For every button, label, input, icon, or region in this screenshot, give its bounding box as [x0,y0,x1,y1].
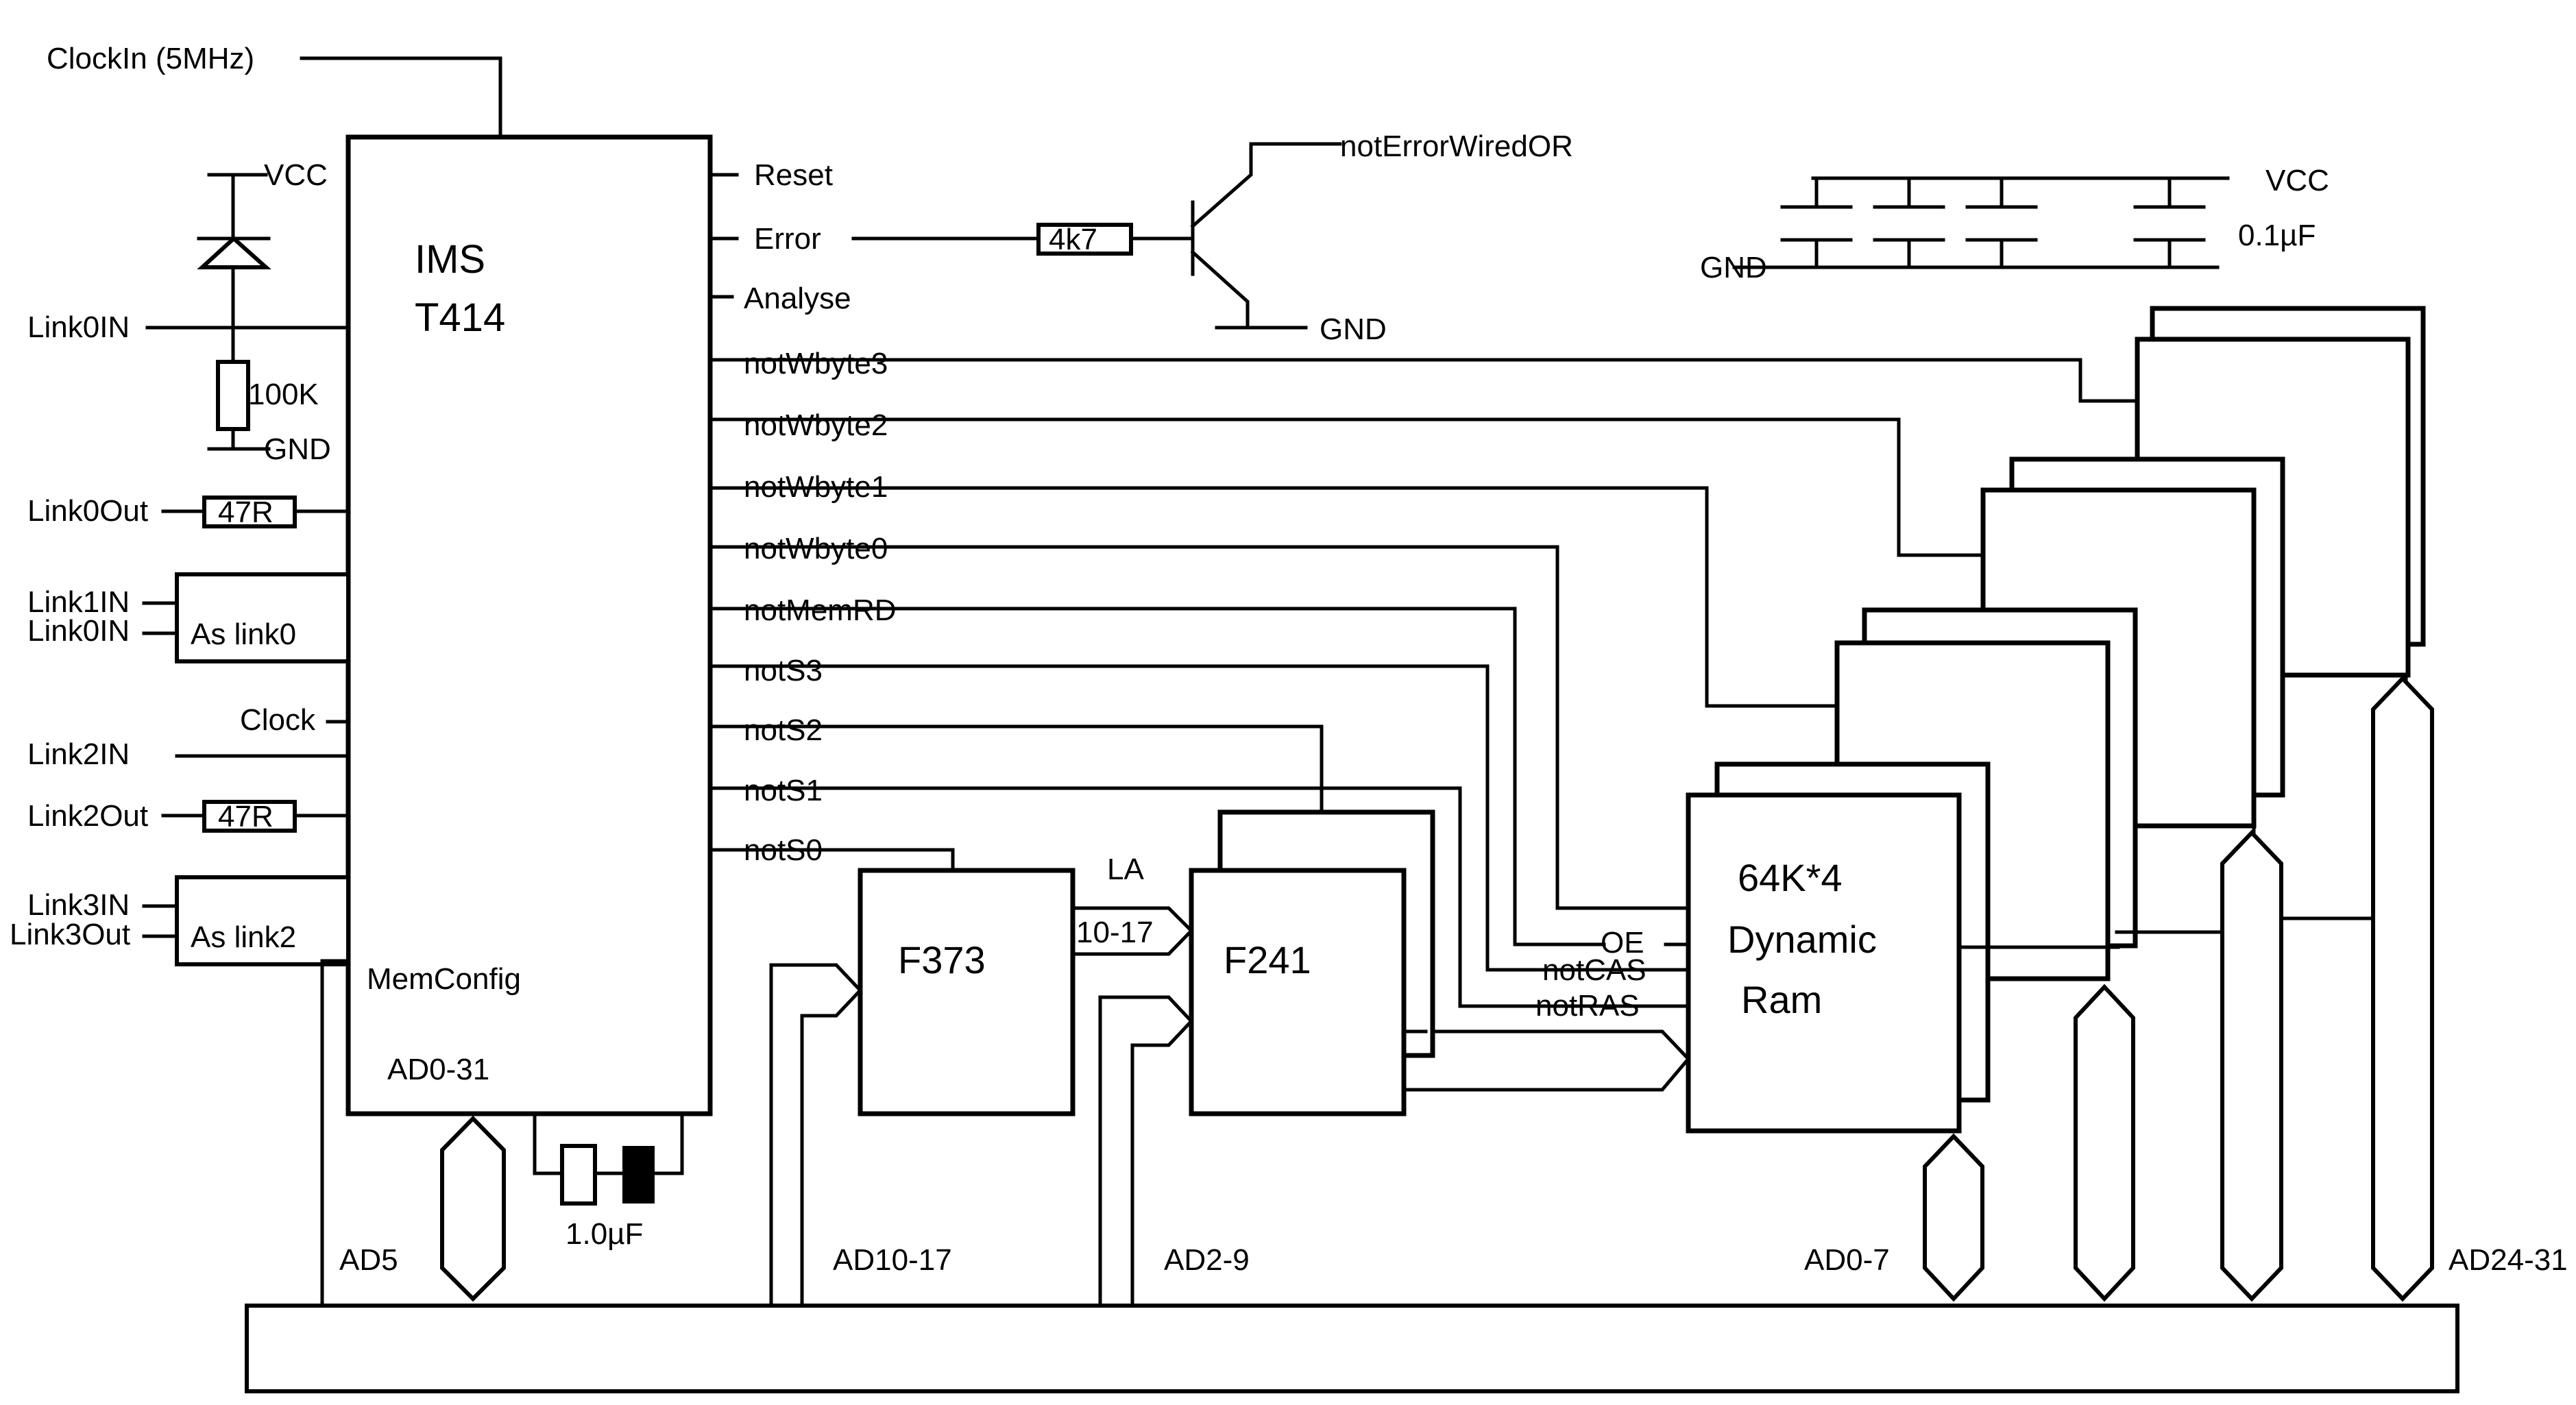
f241-chip [1189,868,1407,1116]
resistor-100k [216,360,250,431]
wire-nots0 [708,848,955,872]
cap-bank-vcc-label: VCC [2265,164,2329,197]
signal-error: Error [754,222,821,256]
ram-control-taps [1957,673,2408,949]
cpu-bus-connector [440,1115,506,1302]
wire-notwbyte1 [708,486,1839,708]
capacitor-1uf-label: 1.0µF [566,1217,643,1251]
ram-label-3: Ram [1741,978,1822,1021]
ram-pin-cas: notCAS [1542,953,1647,987]
f373-chip [858,868,1076,1116]
wire-nots1 [708,786,1690,1008]
cpu-model: T414 [415,295,505,340]
ram-bus-connector-3 [2220,829,2283,1302]
ad0-7-label: AD0-7 [1804,1243,1890,1277]
signal-labels: Reset Error Analyse notWbyte3 notWbyte2 … [744,158,897,867]
wire-nots2 [708,724,1324,814]
la-label: LA [1107,853,1144,886]
link2out-label: Link2Out [27,799,148,833]
transistor-collector [1190,142,1342,229]
memconfig-wire [320,959,350,1308]
link1in-label: Link1IN [27,585,130,619]
signal-notwbyte2: notWbyte2 [744,408,888,442]
link1in-b-label: Link0IN [27,614,130,648]
capacitor-1uf-b [622,1146,655,1204]
ad5-label: AD5 [339,1243,398,1277]
as-link0-box [175,572,350,663]
capacitor-1uf-a [560,1144,597,1206]
link3in-label: Link3IN [27,888,130,922]
ad10-17-bus [769,963,863,1308]
ad24-31-label: AD24-31 [2449,1243,2568,1277]
cap-bank-value: 0.1µF [2238,219,2316,252]
clockin-wire [300,56,502,139]
resistor-4k7-label: 4k7 [1049,223,1097,256]
resistor-47r-a-label: 47R [218,496,274,529]
ram-pin-ras: notRAS [1535,989,1640,1023]
wire-nots3 [708,664,1690,972]
vcc-wire [207,173,268,241]
ram-stack [1686,306,2426,1134]
transistor-emitter [1190,249,1308,330]
clockin-label: ClockIn (5MHz) [47,42,254,75]
cap-bank-plates [1780,176,2206,269]
clock-label: Clock [240,703,316,737]
cpu-name: IMS [415,237,485,282]
ram-label-1: 64K*4 [1738,856,1843,899]
ram-bus-connector-1 [1923,1133,1984,1302]
gnd-wire [207,427,271,451]
link0in-label: Link0IN [27,310,130,344]
gnd3-label: GND [1320,313,1387,346]
ram-bus-connector-2 [2074,984,2135,1302]
link2in-label: Link2IN [27,737,130,771]
as-link0-label: As link0 [191,618,296,651]
ad2-9-label: AD2-9 [1164,1243,1250,1277]
resistor-47r-b [202,800,297,833]
ad10-17-label: AD10-17 [833,1243,952,1277]
link0out-label: Link0Out [27,494,148,528]
signal-reset: Reset [754,158,833,192]
memconfig-label: MemConfig [367,962,521,996]
signal-nots1: notS1 [744,774,823,807]
as-link2-box [175,875,350,966]
la-range-label: 10-17 [1076,916,1154,949]
resistor-4k7 [1036,223,1133,256]
cap-bank-gnd-label: GND [1700,251,1767,284]
cap-wire [533,1112,684,1175]
wire-notwbyte2 [708,417,1985,557]
f373-label: F373 [898,938,986,981]
diode-symbol [197,235,271,269]
ram-bus-connector-4 [2371,675,2434,1302]
signal-notwbyte3: notWbyte3 [744,347,888,380]
resistor-100k-label: 100K [248,378,319,411]
link1-wires [142,601,179,635]
wire-notmemrd [708,607,1690,946]
as-link2-label: As link2 [191,920,296,954]
la-bus [1071,906,1194,956]
ad2-9-bus [1098,995,1194,1308]
resistor-47r-b-label: 47R [218,800,274,833]
gnd-label: GND [264,432,331,466]
wire-notwbyte0 [708,545,1690,910]
resistor-47r-a [202,496,297,528]
error-or-label: notErrorWiredOR [1340,130,1573,163]
ram-chip-1 [1686,792,1962,1134]
signal-nots3: notS3 [744,654,823,687]
ram-label-2: Dynamic [1727,918,1877,961]
ram-pin-oe: OE [1601,926,1644,960]
f241-to-ram [1402,1029,1691,1092]
signal-analyse: Analyse [744,282,851,315]
link3out-label: Link3Out [10,918,130,951]
cpu-bus-label: AD0-31 [387,1053,489,1086]
link3-wires [142,904,179,938]
f241-label: F241 [1224,938,1311,981]
cpu-block [345,134,713,1116]
vcc-label: VCC [264,158,328,192]
signal-stubs [708,173,739,299]
signal-nots2: notS2 [744,713,823,747]
wire-notwbyte3 [708,358,2139,403]
main-bus [245,1304,2459,1393]
